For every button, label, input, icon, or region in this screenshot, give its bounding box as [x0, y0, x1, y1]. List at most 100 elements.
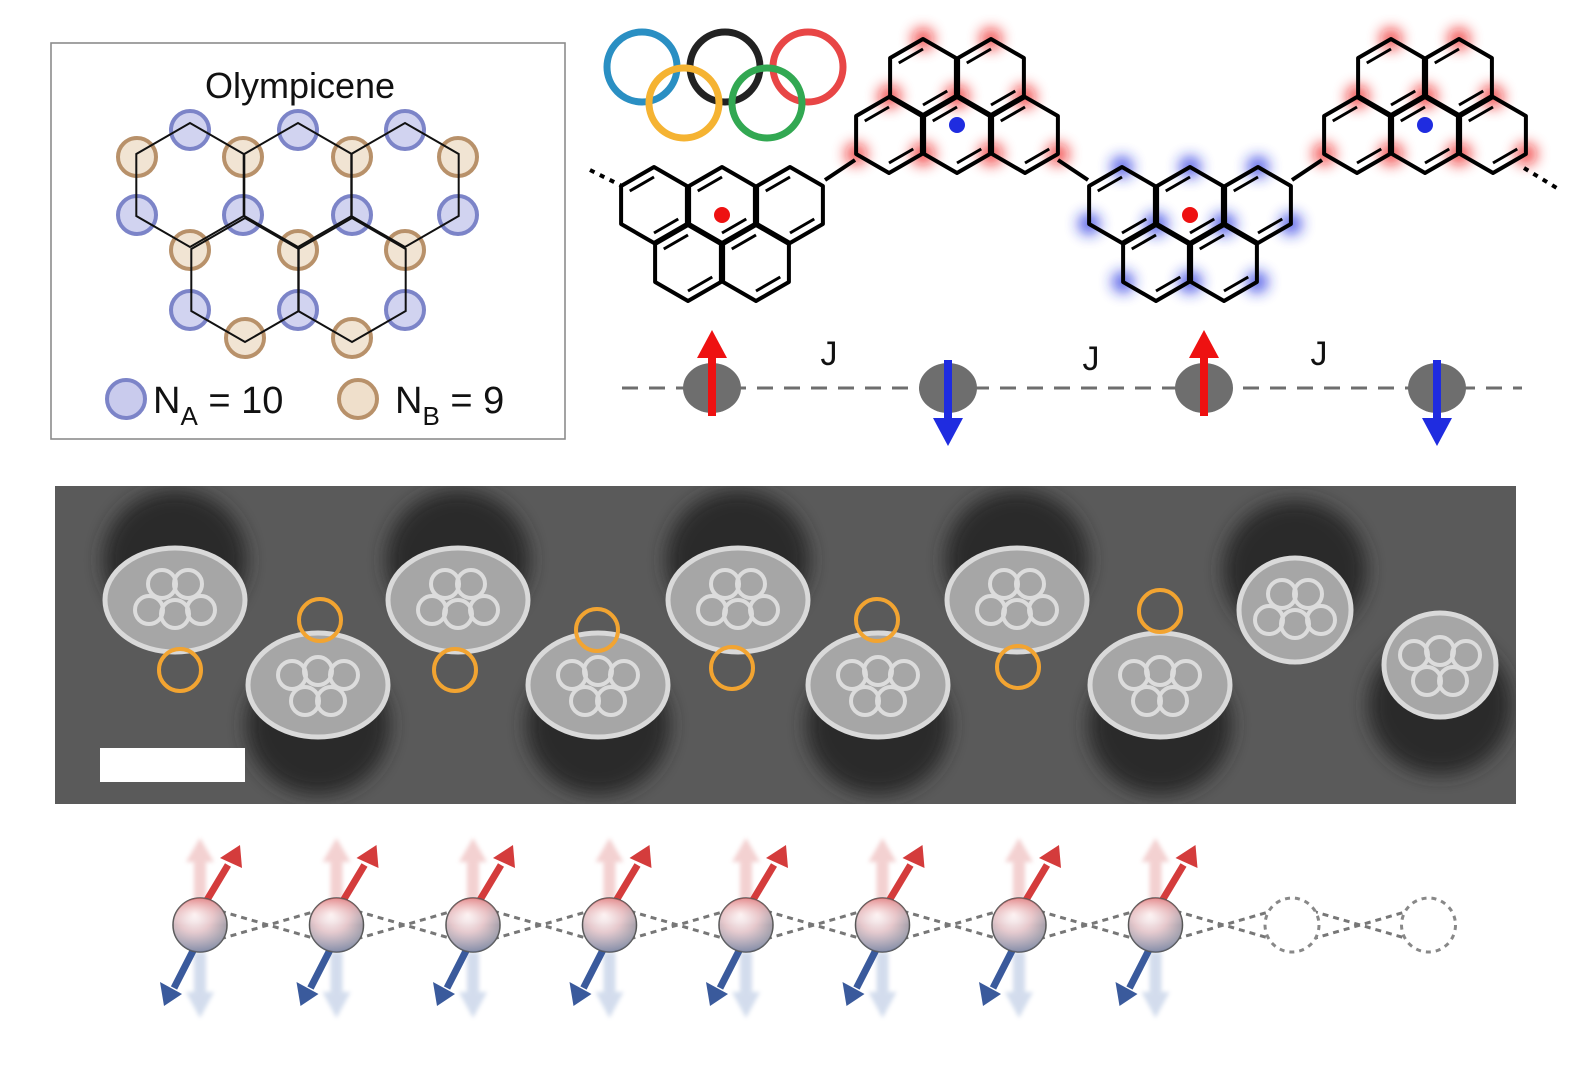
spin-ball-tint [1128, 898, 1183, 952]
spin-up-arrow-head [1189, 330, 1219, 358]
spin-sites [683, 330, 1466, 446]
coupling-j-label: J [1311, 335, 1328, 373]
ghost-down-head [322, 992, 351, 1018]
coupling-bond [356, 909, 454, 941]
legend-a-label: NA = 10 [153, 380, 283, 431]
coupling-j-label: J [821, 335, 838, 373]
stm-ring-feature [468, 594, 500, 626]
double-bond [1400, 105, 1426, 123]
double-bond [663, 233, 689, 251]
ghost-up-head [186, 838, 214, 862]
stm-molecule-blob [1236, 555, 1354, 665]
spin-ghost [459, 838, 487, 1018]
double-bond [1223, 275, 1249, 293]
spin-up-arrow-shaft [708, 352, 716, 416]
double-bond [1000, 105, 1026, 123]
canted-down-head [1115, 982, 1138, 1006]
double-bond [1189, 217, 1215, 235]
ghost-down-head [595, 992, 624, 1018]
stm-ring-feature [1170, 659, 1202, 691]
spin-down-site [919, 360, 977, 446]
ghost-down-shaft [467, 952, 479, 994]
stm-ring-feature [1437, 665, 1469, 697]
canted-spin-site [842, 838, 925, 1018]
radical-center-dot [1182, 207, 1198, 223]
spin-ghost [732, 838, 760, 1018]
ghost-up-head [595, 838, 624, 862]
double-bond [1468, 105, 1494, 123]
ghost-down-head [1141, 992, 1170, 1018]
canted-spin-chain [160, 838, 1457, 1018]
ghost-up-shaft [330, 860, 343, 900]
spin-ball-tint [719, 898, 773, 952]
olympicene-molecule [1087, 165, 1293, 303]
ghost-up-head [732, 838, 760, 862]
ghost-down-shaft [1013, 952, 1025, 994]
double-bond [1366, 47, 1392, 65]
double-bond [1121, 217, 1147, 235]
ghost-up-shaft [1149, 860, 1162, 900]
stm-molecule-blob [1381, 610, 1499, 720]
stm-ring-feature [875, 685, 907, 717]
canted-spin-site [160, 838, 242, 1018]
olympicene-molecule [854, 37, 1060, 175]
ghost-down-shaft [194, 952, 206, 994]
vacancy-marker-circle [854, 597, 900, 643]
canted-up-arrow [337, 863, 368, 907]
stm-molecules [102, 545, 1499, 740]
spin-down-site [1408, 360, 1466, 446]
vacancy-marker-circle [157, 647, 203, 693]
canted-spin-site [569, 838, 652, 1018]
ghost-up-head [1141, 838, 1170, 862]
stm-ring-feature [1157, 685, 1189, 717]
coupling-j-label: J [1083, 340, 1100, 378]
interunit-bond [1290, 158, 1324, 182]
spin-ghost [868, 838, 897, 1018]
spin-up-site [683, 330, 741, 416]
coupling-bond [1038, 909, 1136, 941]
canted-up-arrow [1156, 863, 1187, 907]
aromatic-ring [888, 37, 958, 117]
ghost-up-shaft [740, 860, 752, 900]
spin-down-arrow-head [933, 418, 963, 446]
double-bond [932, 105, 958, 123]
coupling-bond [902, 909, 1000, 941]
spin-ball-tint [309, 898, 364, 952]
coupling-bond [492, 909, 590, 941]
sublattice-b-site [331, 317, 373, 359]
spin-down-arrow-shaft [944, 360, 952, 422]
aromatic-ring [1189, 223, 1259, 303]
stm-image [55, 486, 1516, 804]
ghost-up-head [868, 838, 897, 862]
canted-up-head [629, 845, 652, 868]
radical-center-dot [949, 117, 965, 133]
canted-down-arrow [170, 943, 200, 990]
double-bond [966, 47, 992, 65]
ghost-down-head [1005, 992, 1033, 1018]
canted-up-head [766, 845, 788, 868]
double-bond [1434, 47, 1460, 65]
spin-up-site [1175, 330, 1233, 416]
ghost-up-head [322, 838, 351, 862]
double-bond [1097, 175, 1123, 193]
ghost-up-shaft [1013, 860, 1025, 900]
canted-down-head [433, 982, 455, 1006]
canted-up-head [902, 845, 925, 868]
lattice-hexagon [350, 121, 460, 249]
coupling-bond [1038, 909, 1136, 941]
aromatic-ring [721, 223, 791, 303]
canted-up-head [493, 845, 515, 868]
vacancy-marker-circle [432, 647, 478, 693]
legend-a-circle [105, 378, 147, 420]
interunit-bond [1056, 158, 1090, 182]
ghost-down-shaft [876, 952, 889, 994]
double-bond [1356, 147, 1382, 165]
ghost-up-head [1005, 838, 1033, 862]
stm-ring-feature [315, 685, 347, 717]
aromatic-ring [1424, 37, 1494, 117]
coupling-bond [629, 909, 727, 941]
ghost-down-head [868, 992, 897, 1018]
canted-up-head [1039, 845, 1061, 868]
